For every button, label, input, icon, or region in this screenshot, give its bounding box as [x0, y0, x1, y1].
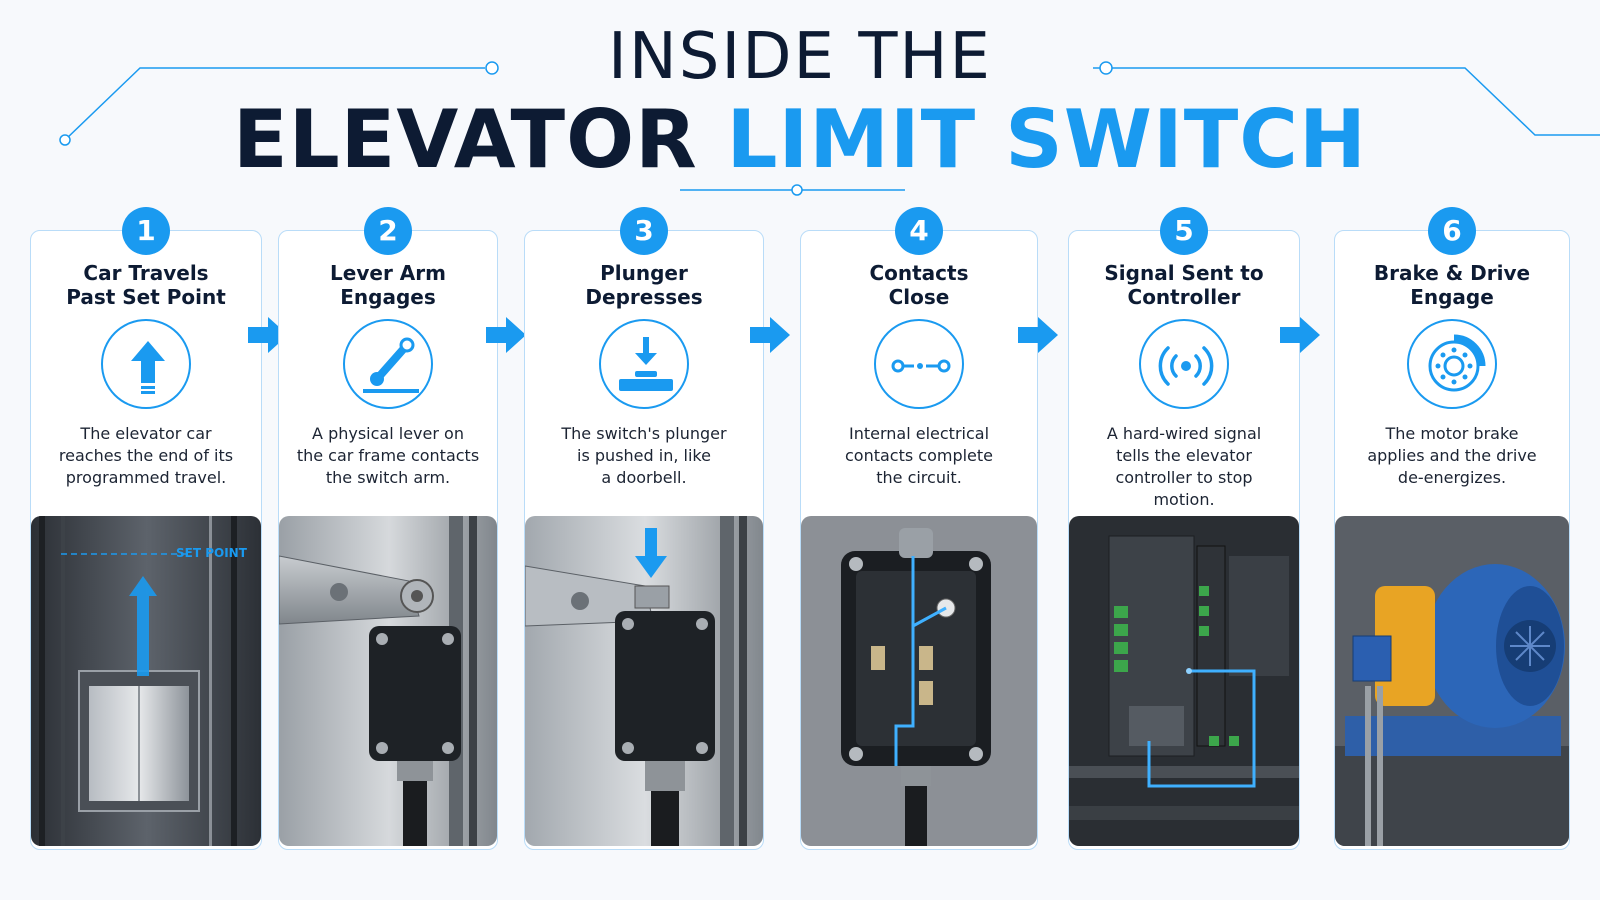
step-1-description: The elevator car reaches the end of its …	[58, 424, 234, 487]
step-6-description: The motor brake applies and the drive de…	[1367, 424, 1537, 487]
step-5-number: 5	[1160, 207, 1208, 255]
step-3-number: 3	[620, 207, 668, 255]
contacts-close-icon	[874, 319, 964, 409]
step-5-description: A hard-wired signal tells the elevator c…	[1106, 424, 1262, 509]
flow-arrow-4-icon	[1018, 317, 1058, 353]
step-5-card: 5 Signal Sent to Controller A hard-wired…	[1068, 207, 1300, 850]
step-3-title: Plunger Depresses	[585, 261, 703, 309]
set-point-label: SET POINT	[176, 546, 247, 560]
plunger-press-icon	[599, 319, 689, 409]
step-5-title: Signal Sent to Controller	[1104, 261, 1264, 309]
step-6-card: 6 Brake & Drive Engage The motor brake a…	[1334, 207, 1570, 850]
title-elevator: ELEVATOR	[233, 93, 698, 186]
motor-brake-photo	[1335, 516, 1569, 846]
controller-panel-photo	[1069, 516, 1299, 846]
elevator-car-photo: SET POINT	[31, 516, 261, 846]
step-3-description: The switch's plunger is pushed in, like …	[561, 424, 727, 487]
step-1-title: Car Travels Past Set Point	[66, 261, 226, 309]
step-2-number: 2	[364, 207, 412, 255]
brake-disc-icon	[1407, 319, 1497, 409]
plunger-switch-photo	[525, 516, 763, 846]
step-6-number: 6	[1428, 207, 1476, 255]
flow-arrow-2-icon	[486, 317, 526, 353]
step-2-card: 2 Lever Arm Engages A physical lever on …	[278, 207, 498, 850]
flow-arrow-5-icon	[1280, 317, 1320, 353]
step-6-title: Brake & Drive Engage	[1373, 261, 1531, 309]
step-4-description: Internal electrical contacts complete th…	[844, 424, 994, 487]
title-limit-switch: LIMIT SWITCH	[726, 93, 1367, 186]
step-4-card: 4 Contacts Close Internal electrical con…	[800, 207, 1038, 850]
signal-broadcast-icon	[1139, 319, 1229, 409]
step-4-number: 4	[895, 207, 943, 255]
contacts-interior-photo	[801, 516, 1037, 846]
title-line-1: INSIDE THE	[608, 20, 992, 94]
step-2-title: Lever Arm Engages	[330, 261, 446, 309]
step-1-card: 1 Car Travels Past Set Point The elevato…	[30, 207, 262, 850]
step-3-card: 3 Plunger Depresses The switch's plunger…	[524, 207, 764, 850]
step-4-title: Contacts Close	[869, 261, 969, 309]
step-1-number: 1	[122, 207, 170, 255]
step-2-description: A physical lever on the car frame contac…	[296, 424, 480, 487]
up-arrow-icon	[101, 319, 191, 409]
lever-arm-icon	[343, 319, 433, 409]
lever-switch-photo	[279, 516, 497, 846]
flow-arrow-3-icon	[750, 317, 790, 353]
title-line-2: ELEVATOR LIMIT SWITCH	[0, 92, 1600, 188]
